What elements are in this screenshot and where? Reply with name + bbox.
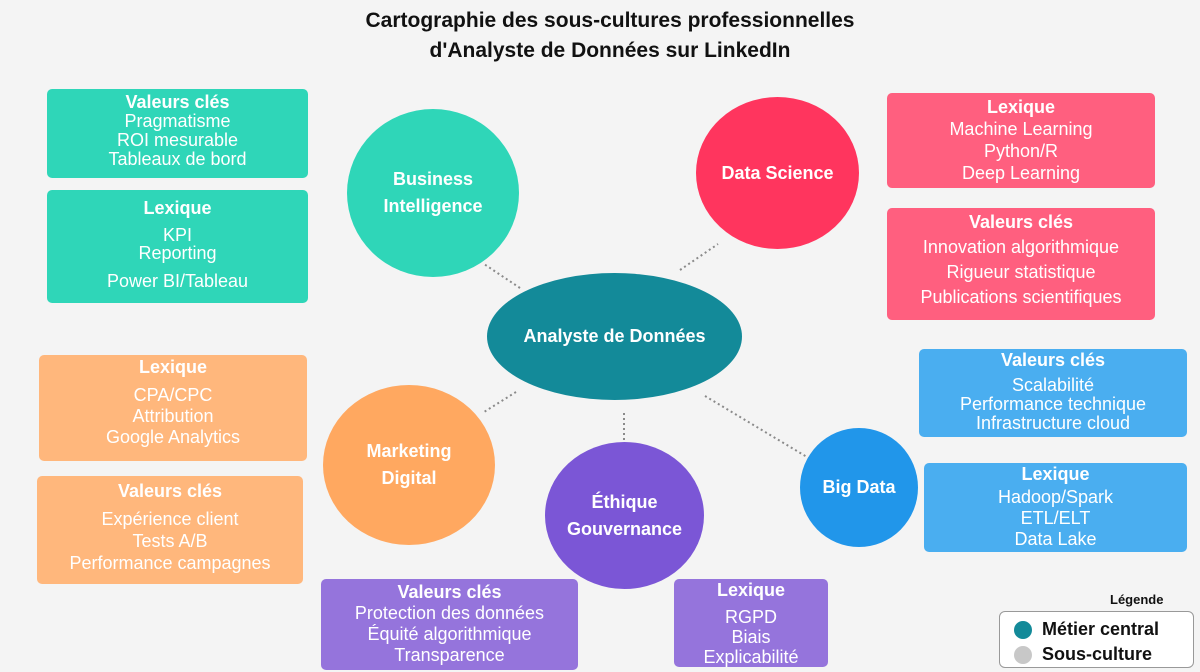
- title-line-2: d'Analyste de Données sur LinkedIn: [429, 39, 791, 62]
- marketing-lexique-box: Lexique CPA/CPC Attribution Google Analy…: [39, 355, 307, 461]
- ds-lexique-item: Machine Learning: [949, 119, 1093, 139]
- ds-lexique-item: Python/R: [983, 141, 1059, 161]
- legend-central-label: Métier central: [1042, 619, 1160, 639]
- connector-marketing: [483, 391, 517, 413]
- bi-lexique-box: Lexique KPI Reporting Power BI/Tableau: [47, 190, 308, 303]
- legend-central: Métier central: [1014, 619, 1159, 640]
- marketing-valeurs-box: Valeurs clés Expérience client Tests A/B…: [37, 476, 303, 584]
- ds-valeurs-item: Rigueur statistique: [946, 262, 1096, 282]
- ethique-lexique-item: RGPD: [724, 607, 777, 627]
- legend-title: Légende: [1110, 592, 1164, 607]
- bigdata-lexique-title: Lexique: [1021, 464, 1090, 484]
- diagram-title: Cartographie des sous-cultures professio…: [0, 6, 1200, 66]
- legend-subculture: Sous-culture: [1014, 644, 1152, 665]
- ds-lexique-title: Lexique: [986, 97, 1056, 117]
- marketing-valeurs-item: Tests A/B: [132, 531, 208, 551]
- bigdata-lexique-box: Lexique Hadoop/Spark ETL/ELT Data Lake: [924, 463, 1187, 552]
- ds-node-label: Data Science: [721, 162, 834, 183]
- ethique-node[interactable]: Éthique Gouvernance: [545, 442, 704, 589]
- marketing-node-label-2: Digital: [381, 468, 437, 488]
- ethique-valeurs-title: Valeurs clés: [397, 582, 502, 602]
- ethique-lexique-item: Explicabilité: [703, 647, 799, 667]
- marketing-node-label-1: Marketing: [366, 441, 452, 461]
- legend: Métier central Sous-culture: [999, 611, 1194, 668]
- bigdata-lexique-item: ETL/ELT: [1020, 508, 1091, 528]
- ds-lexique-box: Lexique Machine Learning Python/R Deep L…: [887, 93, 1155, 188]
- ethique-lexique-title: Lexique: [716, 580, 786, 600]
- marketing-lexique-item: Google Analytics: [105, 427, 241, 447]
- marketing-valeurs-title: Valeurs clés: [117, 481, 223, 501]
- bi-lexique-item: KPI: [162, 225, 192, 245]
- ds-lexique-item: Deep Learning: [961, 163, 1081, 183]
- title-line-1: Cartographie des sous-cultures professio…: [365, 9, 855, 32]
- bi-node-label-2: Intelligence: [383, 196, 483, 216]
- bigdata-valeurs-item: Performance technique: [959, 394, 1147, 414]
- bi-lexique-title: Lexique: [143, 198, 212, 218]
- bi-node[interactable]: Business Intelligence: [347, 109, 519, 277]
- ethique-valeurs-item: Transparence: [394, 645, 505, 665]
- bi-valeurs-item: ROI mesurable: [116, 130, 239, 150]
- bi-valeurs-item: Tableaux de bord: [108, 149, 247, 169]
- ethique-valeurs-box: Valeurs clés Protection des données Équi…: [321, 579, 578, 670]
- bi-valeurs-title: Valeurs clés: [125, 92, 230, 112]
- bigdata-lexique-item: Data Lake: [1014, 529, 1097, 549]
- marketing-lexique-item: Attribution: [132, 406, 214, 426]
- ds-valeurs-item: Publications scientifiques: [920, 287, 1122, 307]
- ds-valeurs-title: Valeurs clés: [968, 212, 1074, 232]
- central-node[interactable]: Analyste de Données: [487, 273, 742, 400]
- connector-ds: [679, 243, 719, 271]
- bi-node-label-1: Business: [392, 169, 474, 189]
- ethique-valeurs-item: Équité algorithmique: [367, 624, 532, 644]
- ethique-lexique-box: Lexique RGPD Biais Explicabilité: [674, 579, 828, 667]
- bi-lexique-item: Reporting: [138, 243, 217, 263]
- bigdata-valeurs-box: Valeurs clés Scalabilité Performance tec…: [919, 349, 1187, 437]
- ds-node[interactable]: Data Science: [696, 97, 859, 249]
- legend-central-dot-icon: [1014, 620, 1032, 639]
- bigdata-valeurs-item: Scalabilité: [1011, 375, 1095, 395]
- connector-bi: [483, 263, 521, 289]
- legend-subculture-dot-icon: [1014, 645, 1032, 664]
- ethique-node-label-2: Gouvernance: [566, 518, 683, 539]
- ethique-valeurs-item: Protection des données: [354, 603, 545, 623]
- bigdata-node[interactable]: Big Data: [800, 428, 918, 547]
- bi-lexique-item: Power BI/Tableau: [106, 271, 249, 291]
- ds-valeurs-box: Valeurs clés Innovation algorithmique Ri…: [887, 208, 1155, 320]
- bigdata-valeurs-item: Infrastructure cloud: [975, 413, 1131, 433]
- bi-valeurs-box: Valeurs clés Pragmatisme ROI mesurable T…: [47, 89, 308, 178]
- ethique-lexique-item: Biais: [731, 627, 771, 647]
- marketing-valeurs-item: Expérience client: [101, 509, 239, 529]
- bigdata-node-label: Big Data: [822, 477, 896, 497]
- connector-bigdata: [704, 395, 813, 461]
- bigdata-lexique-item: Hadoop/Spark: [997, 487, 1114, 507]
- marketing-lexique-title: Lexique: [138, 357, 208, 377]
- marketing-valeurs-item: Performance campagnes: [69, 553, 271, 573]
- marketing-lexique-item: CPA/CPC: [133, 385, 213, 405]
- central-node-label: Analyste de Données: [523, 326, 706, 346]
- marketing-node[interactable]: Marketing Digital: [323, 385, 495, 545]
- ds-valeurs-item: Innovation algorithmique: [922, 237, 1120, 257]
- legend-subculture-label: Sous-culture: [1042, 644, 1153, 664]
- bi-valeurs-item: Pragmatisme: [124, 111, 231, 131]
- bigdata-valeurs-title: Valeurs clés: [1000, 350, 1106, 370]
- ethique-node-label-1: Éthique: [591, 491, 658, 512]
